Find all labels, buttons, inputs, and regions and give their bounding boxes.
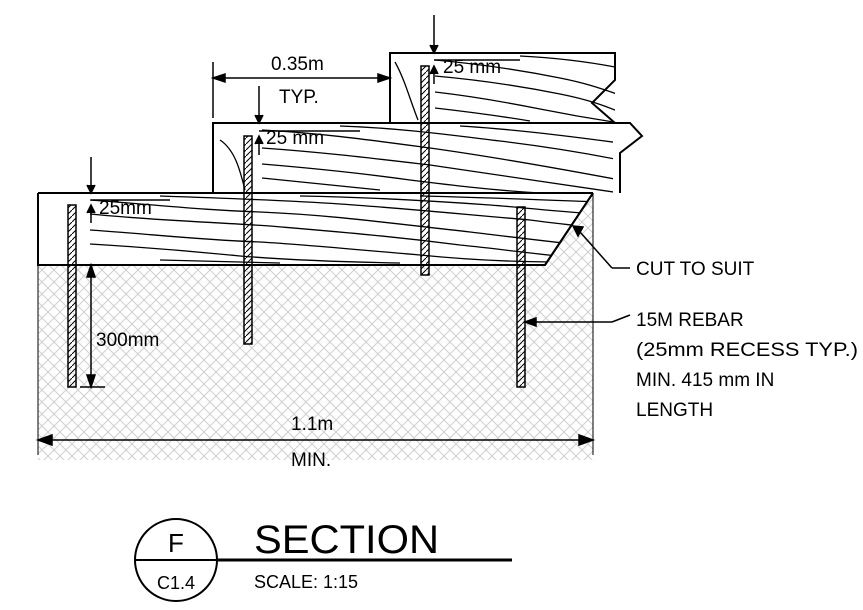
tread-width-label: 0.35m bbox=[271, 54, 324, 75]
total-length-dimension bbox=[35, 433, 596, 447]
section-title: SECTION bbox=[254, 518, 439, 562]
recess-top-label: 25 mm bbox=[443, 57, 501, 78]
tread-width-note: TYP. bbox=[279, 87, 319, 108]
rebar-note-line2: (25mm RECESS TYP.) bbox=[636, 340, 858, 361]
rebar-group bbox=[67, 65, 526, 388]
rebar-note-line3: MIN. 415 mm IN bbox=[636, 370, 774, 391]
detail-bubble bbox=[134, 518, 512, 602]
cut-note: CUT TO SUIT bbox=[636, 259, 755, 280]
recess-mid-label: 25 mm bbox=[266, 128, 324, 149]
sheet-ref: C1.4 bbox=[157, 573, 195, 593]
recess-bottom-label: 25mm bbox=[99, 198, 152, 219]
total-length-label: 1.1m bbox=[291, 414, 333, 435]
rebar-note-line1: 15M REBAR bbox=[636, 310, 744, 331]
total-length-note: MIN. bbox=[291, 450, 331, 471]
rebar-note-line4: LENGTH bbox=[636, 400, 713, 421]
rebar-1 bbox=[67, 204, 77, 388]
leaders bbox=[522, 225, 631, 328]
ground-fill bbox=[38, 193, 593, 460]
scale-label: SCALE: 1:15 bbox=[254, 572, 358, 592]
rebar-3 bbox=[420, 65, 430, 276]
rebar-2 bbox=[243, 135, 253, 345]
timber-grain-bottom bbox=[89, 195, 593, 264]
timber-grain-middle bbox=[219, 125, 613, 194]
embed-depth-label: 300mm bbox=[96, 330, 159, 351]
embed-depth-dimension bbox=[80, 262, 105, 390]
rebar-4 bbox=[516, 206, 526, 388]
tread-width-dimension bbox=[210, 62, 393, 118]
timber-grain-top bbox=[394, 55, 615, 123]
recess-marks bbox=[86, 15, 520, 223]
detail-id: F bbox=[168, 528, 184, 558]
